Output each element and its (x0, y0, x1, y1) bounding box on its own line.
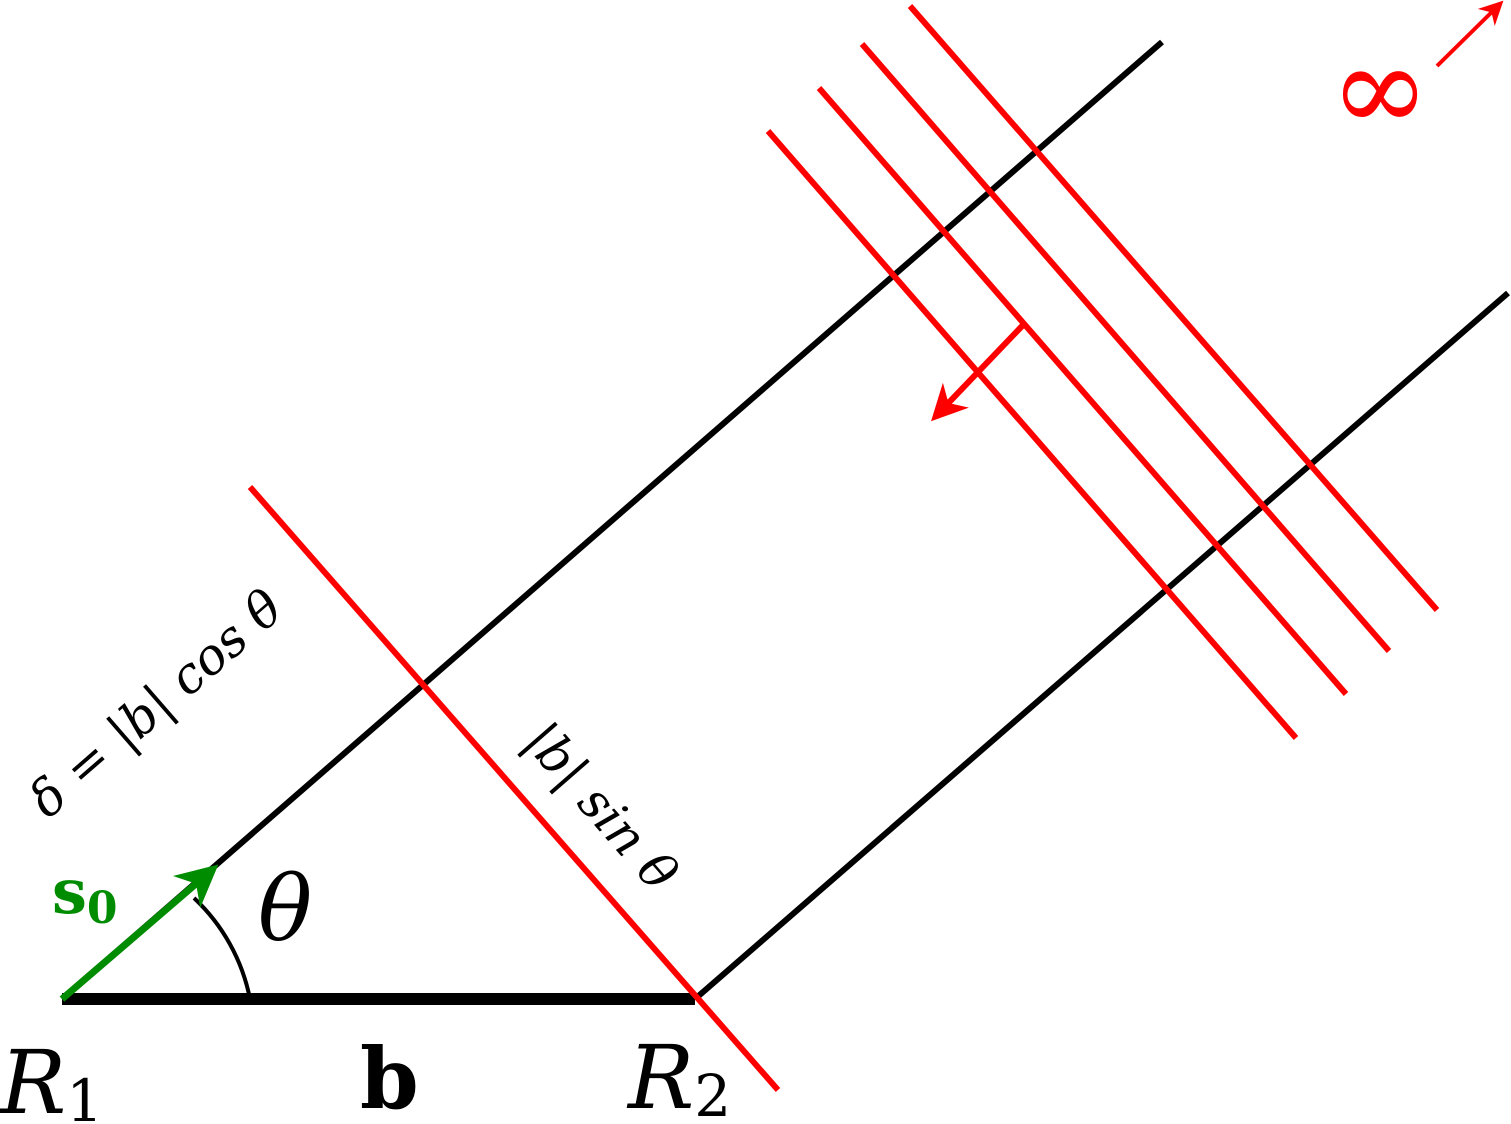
baseline-label: b (360, 1029, 419, 1124)
ray-from-r2 (693, 290, 1510, 1002)
theta-angle-arc (192, 896, 252, 1000)
r2-label: R2 (626, 1026, 731, 1124)
infinity-symbol: ∞ (1330, 20, 1430, 159)
s0-label: s0 (52, 855, 118, 934)
ray-from-r1 (60, 39, 1164, 1002)
delta-equation-label: δ = |b| cos θ (18, 579, 294, 830)
propagation-arrow (931, 321, 1027, 422)
theta-label: θ (258, 857, 312, 962)
s0-vector (59, 864, 219, 1002)
wavefront-1 (765, 129, 1299, 740)
b-sin-theta-label: |b| sin θ (513, 712, 689, 902)
wavefront-3 (859, 42, 1392, 653)
infinity-arrow (1435, 0, 1504, 68)
wavefront-at-r2 (247, 485, 781, 1092)
r1-label: R1 (0, 1031, 103, 1124)
wavefront-4 (907, 4, 1440, 612)
wavefront-2 (816, 86, 1349, 696)
